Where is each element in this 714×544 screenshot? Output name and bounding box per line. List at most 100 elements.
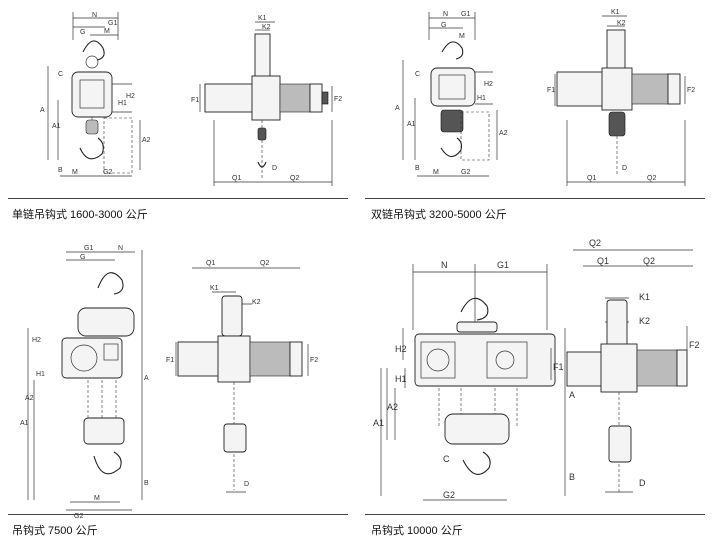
dimension-label: Q1	[587, 175, 596, 182]
dimension-label: N	[443, 11, 448, 18]
hoist-part	[600, 343, 638, 393]
dimension-label: G2	[461, 169, 470, 176]
dimension-label: A1	[52, 123, 61, 130]
dimension-label: F1	[547, 87, 555, 94]
dimension-label: K2	[262, 24, 271, 31]
dimension-label: A2	[25, 395, 34, 402]
side-view: Q2 Q1 Q2 K1 K2 F2 D	[566, 238, 700, 494]
hoist-part	[676, 349, 688, 387]
dimension-label: G	[80, 254, 85, 261]
hook-outline	[97, 272, 124, 295]
hoist-part	[321, 91, 329, 105]
dimension-label: F1	[553, 362, 564, 372]
hoist-part	[636, 349, 678, 387]
hoist-part	[85, 119, 99, 135]
hook-outline	[93, 451, 122, 475]
dimension-label: F2	[687, 87, 695, 94]
hoist-part	[223, 423, 247, 453]
dimension-label: D	[272, 165, 277, 172]
dimension-label: F2	[689, 340, 700, 350]
dimension-label: N	[92, 12, 97, 19]
hoist-part	[217, 335, 251, 383]
hoist-part	[70, 344, 98, 372]
dimension-label: G	[441, 22, 446, 29]
hoist-part	[430, 67, 476, 107]
drawing-single-chain: N G1 M G H2 H1 A A1 A2	[40, 12, 342, 186]
dimension-label: H1	[118, 100, 127, 107]
hoist-part	[566, 351, 604, 387]
hoist-part	[83, 417, 125, 445]
caption-double-chain: 双链吊钩式 3200-5000 公斤	[371, 209, 507, 221]
dimension-label: K2	[639, 316, 650, 326]
hoist-part	[495, 350, 515, 370]
divider	[8, 198, 348, 199]
dimension-label: N	[441, 260, 448, 270]
caption-single-chain: 单链吊钩式 1600-3000 公斤	[12, 209, 148, 221]
dimension-label: M	[72, 169, 78, 176]
hoist-part	[608, 425, 632, 463]
dimension-label: C	[415, 71, 420, 78]
panel-hook-7500: G1 N G H2 H1 A1 A2 A B M G2	[0, 230, 357, 544]
hoist-part	[103, 343, 119, 361]
dimension-label: A	[40, 107, 45, 114]
dimension-label: Q2	[260, 260, 269, 267]
dimension-label: Q2	[643, 256, 655, 266]
dimension-label: Q2	[589, 238, 601, 248]
dimension-label: D	[639, 478, 646, 488]
hoist-part	[254, 33, 271, 79]
panel-double-chain: N G1 G M H2 H1 A A1 A2 C B M G2	[357, 0, 714, 230]
dimension-label: B	[58, 167, 63, 174]
dimension-label: K1	[611, 9, 620, 16]
hoist-part	[85, 55, 99, 69]
dimension-label: A2	[142, 137, 151, 144]
hoist-part	[606, 299, 628, 349]
dimension-label: M	[433, 169, 439, 176]
hoist-part	[257, 127, 267, 141]
hoist-part	[631, 73, 669, 105]
dimension-label: F1	[191, 97, 199, 104]
hoist-part	[426, 348, 450, 372]
dimension-label: A	[569, 390, 575, 400]
dimension-label: B	[415, 165, 420, 172]
dimension-label: D	[622, 165, 627, 172]
dimension-label: A1	[373, 418, 384, 428]
dimension-label: H2	[126, 93, 135, 100]
dimension-label: H2	[395, 344, 407, 354]
front-view: G1 N G H2 H1 A1 A2 A B M G2	[20, 245, 149, 520]
divider	[365, 514, 705, 515]
dimension-label: K1	[639, 292, 650, 302]
hook-outline	[82, 40, 105, 61]
dimension-label: A1	[20, 420, 29, 427]
hoist-part	[556, 71, 608, 107]
dimension-label: A	[144, 375, 149, 382]
dimension-label: B	[144, 480, 149, 487]
dimension-label: G1	[497, 260, 509, 270]
dimension-label: F2	[334, 96, 342, 103]
dimension-label: Q2	[290, 175, 299, 182]
hoist-part	[608, 111, 626, 137]
dimension-label: F1	[166, 357, 174, 364]
hoist-part	[456, 321, 498, 333]
divider	[8, 514, 348, 515]
front-view: N G1 M G H2 H1 A A1 A2	[40, 12, 151, 177]
dimension-label: H1	[477, 95, 486, 102]
dimension-label: A2	[387, 402, 398, 412]
drawing-double-chain: N G1 G M H2 H1 A A1 A2 C B M G2	[395, 9, 695, 186]
hoist-part	[103, 117, 133, 174]
dimension-label: M	[459, 33, 465, 40]
hoist-part	[414, 333, 556, 387]
dimension-label: B	[569, 472, 575, 482]
dimension-label: C	[443, 454, 450, 464]
dimension-label: K1	[210, 285, 219, 292]
drawing-hook-10000: N G1 H2 H1 A1 A2 F1	[373, 238, 700, 501]
dimension-label: G2	[443, 490, 455, 500]
dimension-label: G1	[461, 11, 470, 18]
dimension-label: H1	[36, 371, 45, 378]
hoist-part	[438, 74, 466, 100]
dimension-label: Q1	[597, 256, 609, 266]
dimension-label: A	[395, 105, 400, 112]
dimension-label: M	[104, 28, 110, 35]
caption-hook-7500: 吊钩式 7500 公斤	[12, 525, 98, 537]
dimension-label: K2	[252, 299, 261, 306]
hoist-part	[460, 111, 490, 161]
